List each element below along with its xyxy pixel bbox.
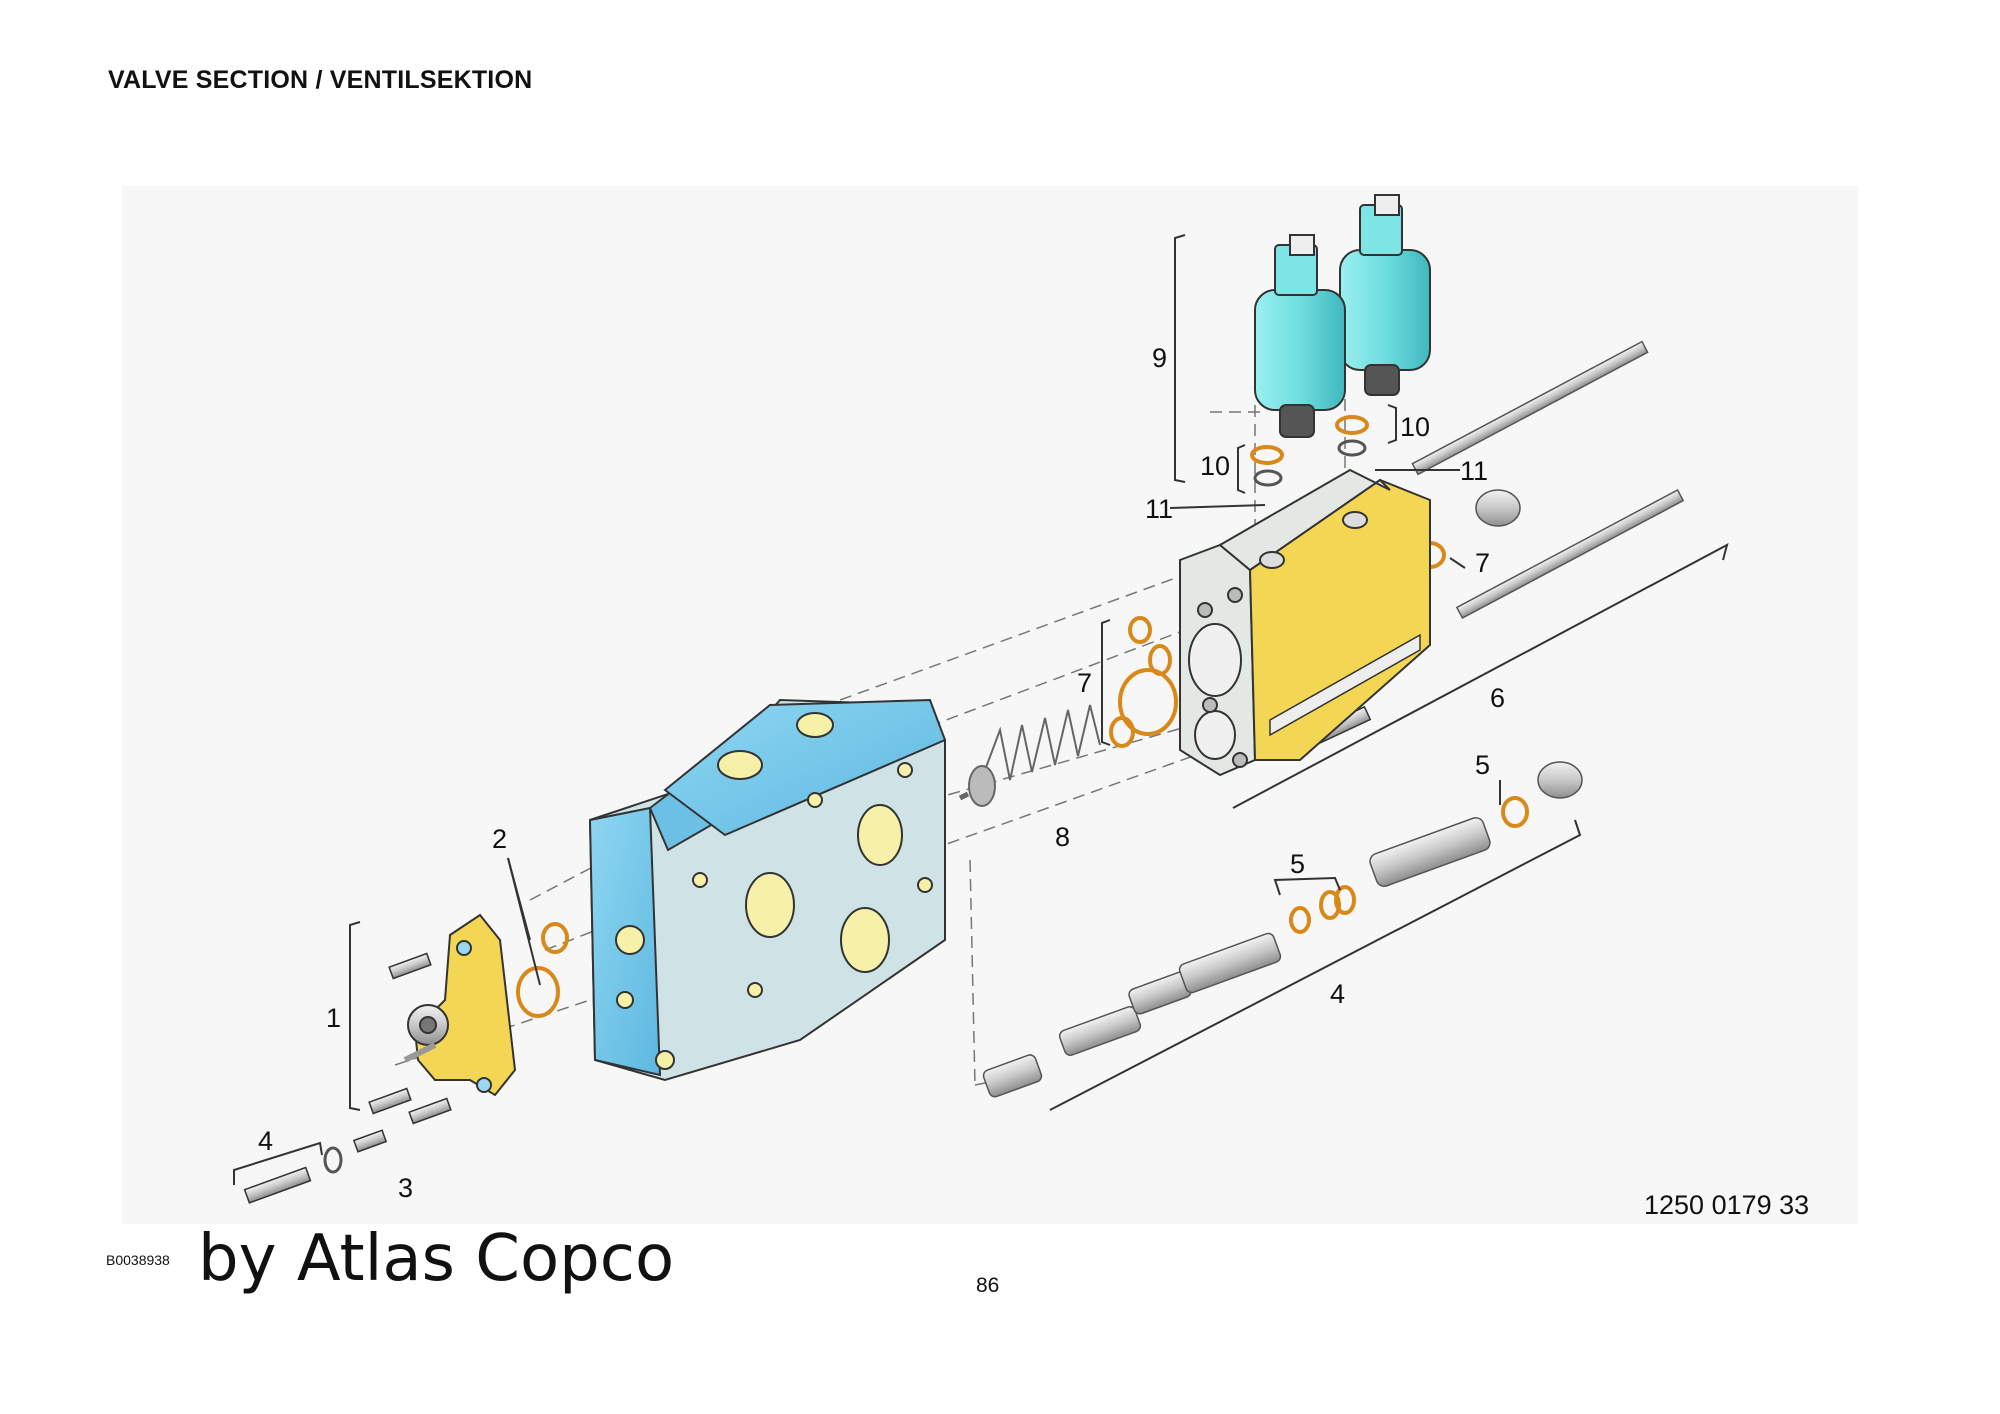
- tie-bolts: [1411, 340, 1685, 619]
- callout-labels: 1 2 3 4 4 5 5 6 7 7 8 9 10 10 11 11: [258, 343, 1505, 1203]
- cover-plate: [403, 913, 517, 1097]
- callout-brackets: [233, 234, 1729, 1185]
- plugs: [1475, 489, 1583, 799]
- callout-4-screw: 4: [258, 1126, 273, 1156]
- brand-watermark: by Atlas Copco: [198, 1222, 675, 1296]
- spring: [958, 704, 1101, 807]
- callout-10-left: 10: [1200, 451, 1230, 481]
- callout-8: 8: [1055, 822, 1070, 852]
- callout-2: 2: [492, 824, 507, 854]
- callout-11-right: 11: [1460, 456, 1488, 486]
- callout-3: 3: [398, 1173, 413, 1203]
- cap-screws: [243, 705, 1372, 1204]
- page-number: 86: [976, 1274, 1000, 1297]
- spool-assembly: [982, 817, 1491, 1098]
- callout-6: 6: [1490, 683, 1505, 713]
- backup-rings: [323, 439, 1367, 1174]
- diagram-background: [122, 186, 1858, 1224]
- valve-block: [588, 698, 947, 1082]
- callout-9: 9: [1152, 343, 1167, 373]
- callout-7-side: 7: [1475, 548, 1490, 578]
- callout-5-rings: 5: [1290, 849, 1305, 879]
- callout-7-front: 7: [1077, 668, 1092, 698]
- part-number: 1250 0179 33: [1644, 1190, 1810, 1220]
- page-title: VALVE SECTION / VENTILSEKTION: [108, 66, 533, 94]
- callout-11-left: 11: [1145, 494, 1173, 524]
- document-code: B0038938: [106, 1252, 170, 1268]
- callout-4-spool: 4: [1330, 979, 1345, 1009]
- callout-5-plug: 5: [1475, 750, 1490, 780]
- solenoid-housing: [1179, 468, 1431, 777]
- solenoid-coils: [1254, 194, 1431, 438]
- callout-1: 1: [326, 1003, 341, 1033]
- callout-10-right: 10: [1400, 412, 1430, 442]
